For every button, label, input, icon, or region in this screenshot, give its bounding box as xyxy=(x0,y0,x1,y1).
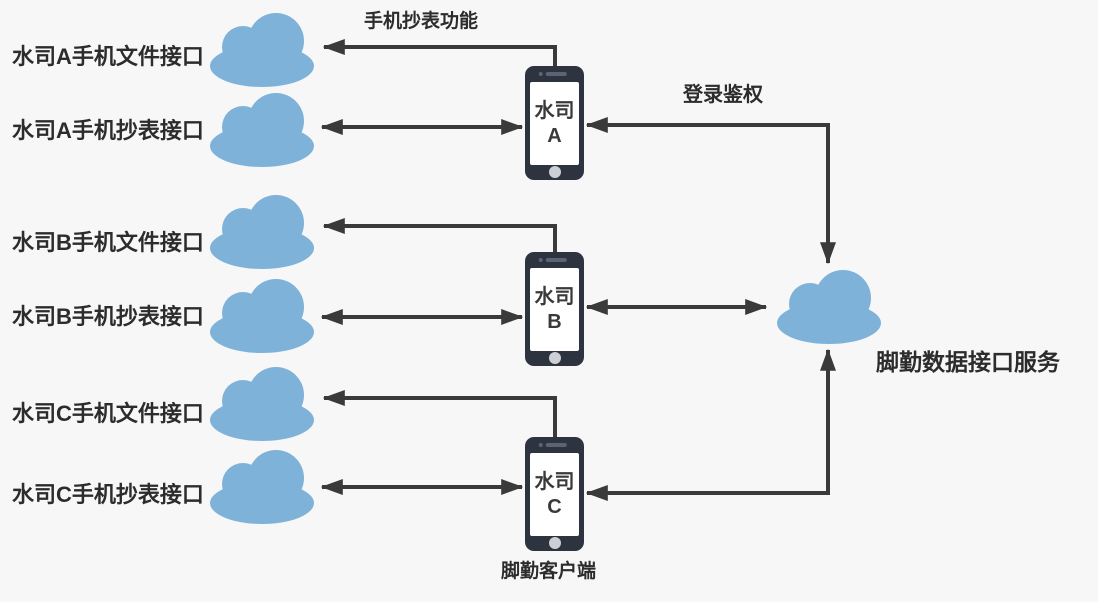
phone-speaker-icon xyxy=(538,258,567,262)
connector-arrows xyxy=(320,39,836,501)
phone-label-name: 水司 xyxy=(534,285,575,308)
cloud-icon-b-meter xyxy=(210,279,314,353)
phone-icon-company-b: 水司 B xyxy=(525,252,584,366)
cloud-icon-b-file xyxy=(210,195,314,269)
phone-label-letter: A xyxy=(547,124,562,147)
phone-label-letter: C xyxy=(547,495,562,518)
arrow-c-file xyxy=(322,390,557,437)
interface-label-b-file: 水司B手机文件接口 xyxy=(12,230,204,255)
phone-label-name: 水司 xyxy=(534,470,575,493)
phone-label-letter: B xyxy=(547,310,562,333)
phone-icon-company-c: 水司 C xyxy=(525,437,584,551)
interface-label-c-file: 水司C手机文件接口 xyxy=(12,401,204,426)
phone-label-name: 水司 xyxy=(534,99,575,122)
arrow-b-file xyxy=(322,218,557,252)
annotation-meter-reading-function: 手机抄表功能 xyxy=(364,11,479,32)
cloud-icon-a-file xyxy=(210,13,314,87)
cloud-icon-service xyxy=(777,270,881,344)
phone-screen-a: 水司 A xyxy=(530,82,579,165)
annotation-service-label: 脚勤数据接口服务 xyxy=(876,349,1060,375)
phone-home-button-icon xyxy=(548,352,561,364)
phone-speaker-icon xyxy=(538,443,567,447)
cloud-icon-c-file xyxy=(210,367,314,441)
interface-label-a-file: 水司A手机文件接口 xyxy=(12,44,204,69)
phone-home-button-icon xyxy=(548,166,561,178)
arrow-a-file xyxy=(322,39,557,66)
interface-label-a-meter: 水司A手机抄表接口 xyxy=(12,118,204,143)
interface-label-b-meter: 水司B手机抄表接口 xyxy=(12,304,204,329)
annotation-client-label: 脚勤客户端 xyxy=(501,561,597,582)
interface-label-c-meter: 水司C手机抄表接口 xyxy=(12,482,204,507)
arrow-a-auth xyxy=(585,117,836,265)
cloud-icon-a-meter xyxy=(210,93,314,167)
phone-speaker-icon xyxy=(538,72,567,76)
annotation-login-auth: 登录鉴权 xyxy=(683,84,763,106)
phone-icon-company-a: 水司 A xyxy=(525,66,584,180)
phone-screen-c: 水司 C xyxy=(530,453,579,536)
cloud-icon-c-meter xyxy=(210,450,314,524)
phone-screen-b: 水司 B xyxy=(530,268,579,351)
arrow-c-service xyxy=(585,348,836,501)
phone-home-button-icon xyxy=(548,537,561,549)
